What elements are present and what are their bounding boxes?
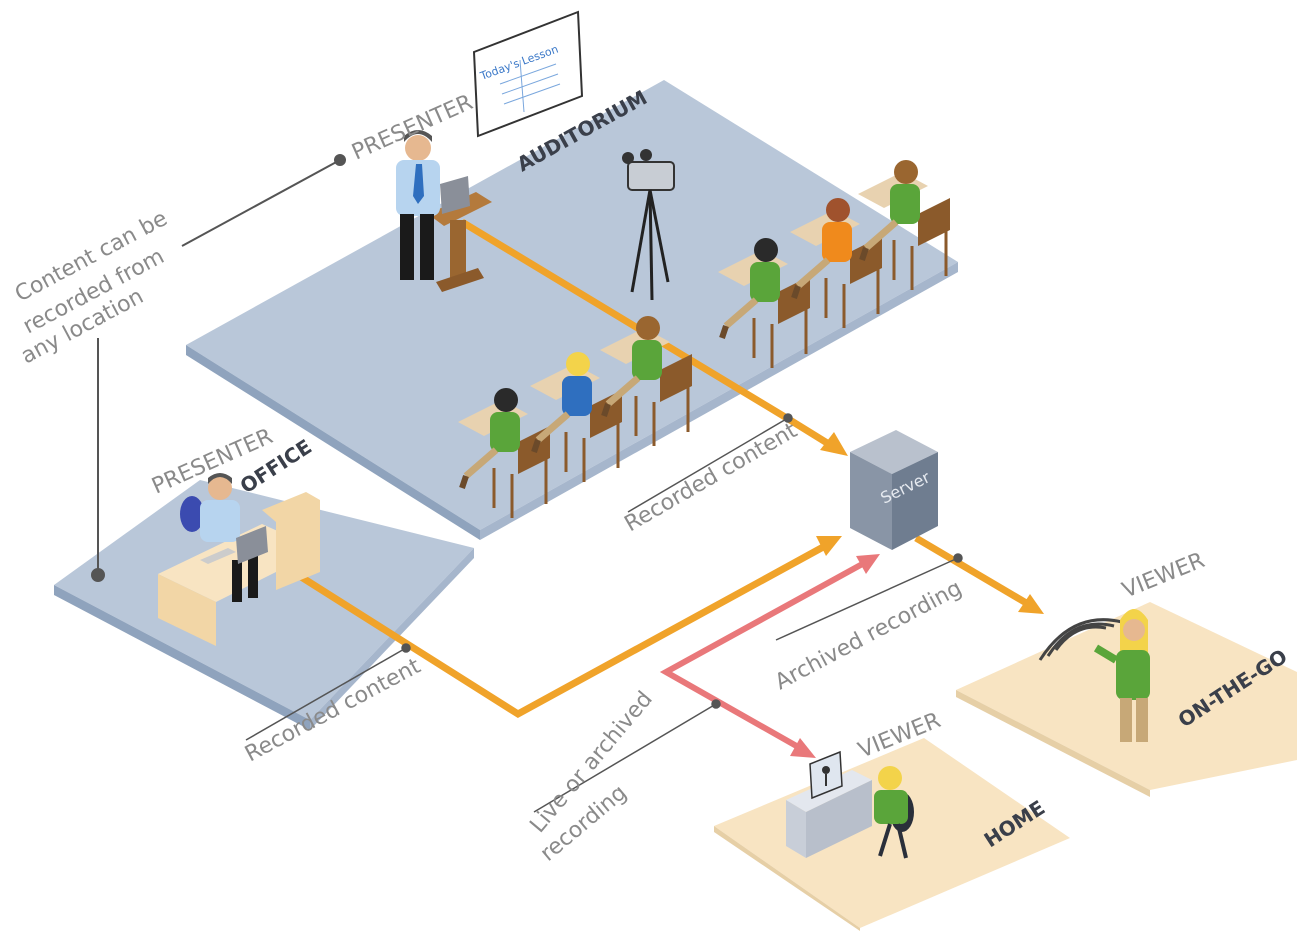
- home-station: [786, 750, 872, 858]
- server-icon: Server: [850, 430, 938, 550]
- wireless-signal-icon: [1038, 618, 1123, 661]
- flow-server-to-onthego: [914, 534, 1044, 614]
- auditorium-floor: [186, 80, 958, 540]
- viewer-on-the-go: [1093, 609, 1150, 742]
- podium: [428, 192, 492, 292]
- viewer-home: [874, 766, 914, 859]
- presenter-callout-line: [91, 154, 346, 582]
- label-viewer-on-the-go: VIEWER: [1119, 548, 1208, 604]
- seated-student: [858, 160, 950, 290]
- label-archived-recording: Archived recording: [771, 576, 966, 696]
- office-floor: [54, 480, 474, 730]
- seated-student: [718, 238, 810, 368]
- seated-student: [600, 316, 692, 446]
- flow-office-to-server: [266, 536, 842, 719]
- monitor-icon: [809, 750, 843, 800]
- home-floor: [714, 738, 1070, 931]
- presenter-office: [180, 473, 268, 602]
- camera-icon: [622, 149, 675, 301]
- seated-student: [790, 198, 882, 328]
- presenter-auditorium: [396, 130, 470, 280]
- auditorium-students: [458, 160, 950, 518]
- label-leaders: [245, 413, 963, 813]
- whiteboard-icon: Today's Lesson: [472, 10, 584, 138]
- flow-server-to-home: [659, 554, 880, 758]
